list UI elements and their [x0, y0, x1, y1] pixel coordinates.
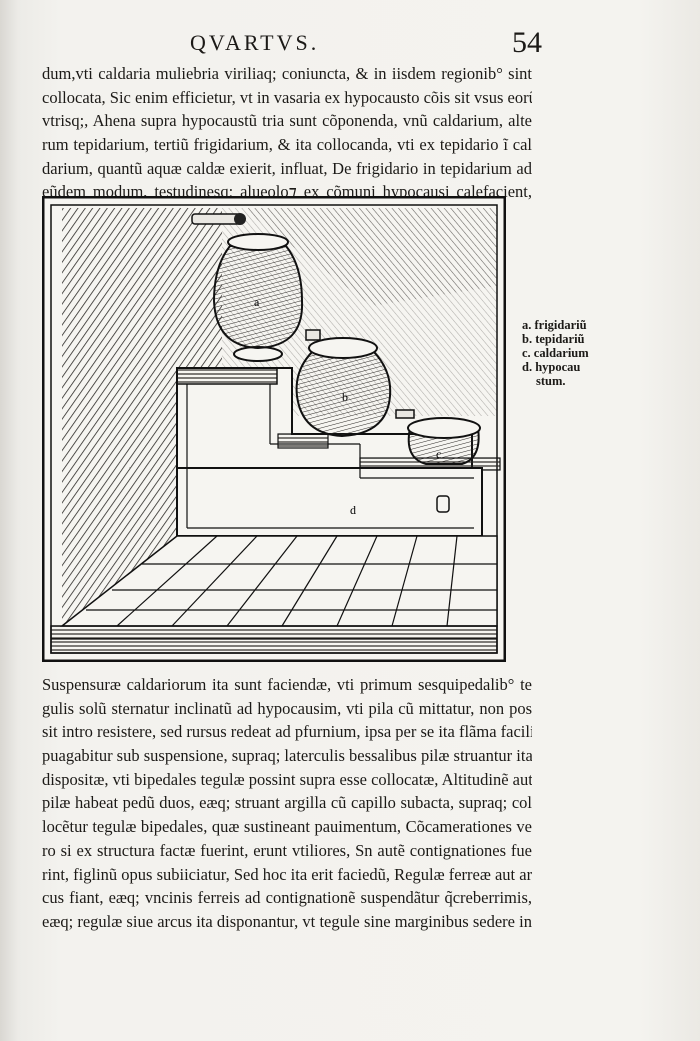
text-line: puagabitur sub suspensione, supraq; late…	[42, 746, 532, 766]
bleed-through-right	[508, 200, 521, 332]
figure-label-b: b	[342, 390, 348, 404]
figure-legend: a. frigidariũ b. tepidariũ c. caldarium …	[522, 318, 589, 388]
running-header: QVARTVS.	[190, 30, 320, 55]
text-block-bottom: Suspensuræ caldariorum ita sunt faciendæ…	[42, 673, 532, 934]
text-line: dum,vti caldaria muliebria viriliaq; con…	[42, 64, 532, 83]
text-line: vtrisq;, Ahena supra hypocaustũ tria sun…	[42, 111, 532, 131]
text-line: gulis solũ sternatur inclinatũ ad hypoca…	[42, 698, 532, 718]
woodcut-svg: a b c d	[42, 196, 506, 662]
text-line: darium, quantũ aquæ caldæ exierit, influ…	[42, 158, 532, 178]
figure-label-a: a	[254, 295, 260, 309]
figure-label-c: c	[436, 447, 441, 461]
text-line: cus fiant, eæq; vncinis ferreis ad conti…	[42, 888, 532, 908]
figure-label-d: d	[350, 503, 356, 517]
text-line: pilæ habeat pedũ duos, eæq; struant argi…	[42, 793, 532, 813]
legend-item-hypocaustum: d. hypocau	[522, 360, 581, 374]
woodcut-illustration: a b c d	[42, 196, 506, 662]
text-line: sit intro resistere, sed rursus redeat a…	[42, 722, 532, 742]
legend-item-frigidarium: a. frigidariũ	[522, 318, 587, 332]
text-line: eæq; regulæ siue arcus ita disponantur, …	[42, 911, 532, 931]
text-line: rum tepidarium, tertiũ frigidarium, & it…	[42, 135, 532, 155]
legend-item-hypocaustum-cont: stum.	[536, 374, 566, 388]
text-line: locẽtur tegulæ bipedales, quæ sustineant…	[42, 817, 532, 837]
text-block-top: dum,vti caldaria muliebria viriliaq; con…	[42, 62, 532, 204]
text-line: dispositæ, vti bipedales tegulæ possint …	[42, 769, 532, 789]
text-line: Suspensuræ caldariorum ita sunt faciendæ…	[42, 675, 532, 694]
text-line: ro si ex structura factæ fuerint, erunt …	[42, 840, 532, 860]
text-line: collocata, Sic enim efficietur, vt in va…	[42, 87, 532, 107]
legend-item-tepidarium: b. tepidariũ	[522, 332, 585, 346]
legend-item-caldarium: c. caldarium	[522, 346, 589, 360]
text-line: rint, figlinũ opus subiiciatur, Sed hoc …	[42, 864, 532, 884]
page-number: 54	[512, 26, 542, 59]
